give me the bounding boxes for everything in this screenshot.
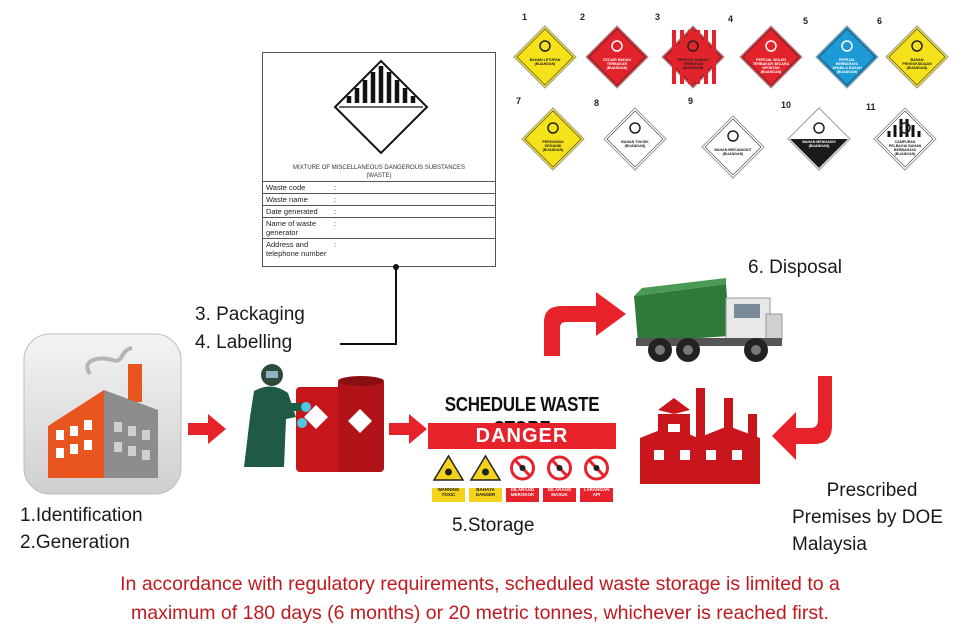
step-packaging-label: 3. Packaging	[195, 304, 305, 325]
store-sign-icon: WARNING TOXIC	[432, 454, 465, 502]
step-identification-label: 1.Identification	[20, 505, 143, 526]
store-sign-icon-caption: BAHAYA DANGER	[469, 487, 502, 502]
table-row: Waste code:	[263, 181, 495, 194]
arrow-up-right-icon	[544, 292, 626, 356]
hazard-number: 10	[781, 100, 792, 110]
hazard-diamond-caption: BAHAN LETUPAN (BUANGAN)	[529, 58, 561, 67]
hazard-diamond-class-10: BAHAN MENGAKIS (BUANGAN)	[786, 106, 852, 172]
field-sep: :	[331, 238, 345, 259]
table-row: Date generated:	[263, 205, 495, 218]
hazard-diamond-caption: PEPEJAL BOLEH TERBAKAR SECARA SPONTAN (B…	[752, 58, 790, 75]
hazard-diamond-caption: CECAIR MUDAH TERBAKAR (BUANGAN)	[602, 58, 632, 71]
arrow-right-icon	[188, 414, 226, 444]
label-form-title-line1: MIXTURE OF MISCELLANEOUS DANGEROUS SUBST…	[293, 165, 465, 171]
field-label: Date generated	[263, 205, 331, 218]
store-sign-icon: DILARANG MEROKOK	[506, 454, 539, 502]
hazard-diamond-class-4: PEPEJAL BOLEH TERBAKAR SECARA SPONTAN (B…	[738, 24, 804, 90]
hazard-diamond-caption: PEPEJAL BERBAHAYA APABILA BASAH (BUANGAN…	[832, 58, 862, 75]
field-value	[345, 205, 495, 218]
hazard-diamond-class-9: BAHAN BERJANGKIT (BUANGAN)	[700, 114, 766, 180]
factory-icon	[23, 333, 182, 495]
prescribed-line-3: Malaysia	[792, 533, 867, 555]
field-value	[345, 217, 495, 239]
field-value	[345, 193, 495, 206]
store-sign-icon-caption: WARNING TOXIC	[432, 487, 465, 502]
hazard-diamond-caption: BAHAN PENGOKSIDAAN (BUANGAN)	[902, 58, 932, 71]
schedule-waste-store-sign: SCHEDULE WASTE STORE DANGER WARNING TOXI…	[428, 391, 616, 505]
table-row: Address and telephone number:	[263, 238, 495, 259]
label-form-title: MIXTURE OF MISCELLANEOUS DANGEROUS SUBST…	[263, 164, 495, 181]
hazard-number: 11	[866, 102, 876, 112]
field-sep: :	[331, 217, 345, 239]
store-sign-icon-caption: LARANGAN API	[580, 487, 613, 502]
regulatory-note-line1: In accordance with regulatory requiremen…	[120, 573, 840, 595]
store-sign-icon-caption: DILARANG MEROKOK	[506, 487, 539, 502]
treatment-plant-icon	[640, 388, 760, 484]
prescribed-line-1: Prescribed	[826, 480, 918, 501]
step-disposal-label: 6. Disposal	[748, 257, 842, 278]
step-generation-label: 2.Generation	[20, 532, 130, 553]
field-label: Waste code	[263, 181, 331, 194]
hazard-diamond-class-8: BAHAN TOKSIK (BUANGAN)	[602, 106, 668, 172]
hazard-diamond-class-1: BAHAN LETUPAN (BUANGAN)	[512, 24, 578, 90]
field-label: Name of waste generator	[263, 217, 331, 239]
hazard-number: 2	[580, 12, 586, 22]
table-row: Waste name:	[263, 193, 495, 206]
labelling-connector	[340, 264, 399, 345]
hazard-diamond-class-5: PEPEJAL BERBAHAYA APABILA BASAH (BUANGAN…	[814, 24, 880, 90]
field-sep: :	[331, 205, 345, 218]
class9-diamond-icon	[333, 59, 429, 155]
store-sign-icon-caption: DILARANG MASUK	[543, 487, 576, 502]
step-storage-label: 5.Storage	[452, 515, 535, 536]
hazard-diamond-caption: PEROKSIDA ORGANIK (BUANGAN)	[542, 140, 564, 153]
label-form-table: Waste code: Waste name: Date generated: …	[263, 181, 495, 259]
hazard-diamond-class-11: CAMPURAN PELBAGAI BAHAN BERBAHAYA (BUANG…	[872, 106, 938, 172]
prescribed-premises-label: Prescribed Premises by DOE Malaysia	[792, 478, 952, 559]
worker-drums-image	[226, 357, 386, 472]
field-label: Waste name	[263, 193, 331, 206]
hazard-number: 7	[516, 96, 522, 106]
hazard-number: 9	[688, 96, 694, 106]
store-sign-icons: WARNING TOXIC BAHAYA DANGER DILARANG MEROK…	[428, 454, 616, 502]
danger-banner: DANGER	[428, 423, 616, 449]
field-value	[345, 181, 495, 194]
hazard-number: 3	[655, 12, 661, 22]
label-form-title-line2: (WASTE)	[366, 173, 392, 180]
field-sep: :	[331, 193, 345, 206]
waste-label-form: MIXTURE OF MISCELLANEOUS DANGEROUS SUBST…	[262, 52, 496, 267]
store-sign-icon: BAHAYA DANGER	[469, 454, 502, 502]
store-sign-icon: LARANGAN API	[580, 454, 613, 502]
regulatory-note: In accordance with regulatory requiremen…	[0, 570, 960, 629]
arrow-right-icon	[389, 414, 427, 444]
hazard-number: 8	[594, 98, 600, 108]
table-row: Name of waste generator:	[263, 217, 495, 239]
field-value	[345, 238, 495, 259]
hazard-diamond-class-3: PEPEJAL MUDAH TERBAKAR (BUANGAN)	[660, 24, 726, 90]
hazard-number: 6	[877, 16, 883, 26]
hazard-diamond-caption: CAMPURAN PELBAGAI BAHAN BERBAHAYA (BUANG…	[888, 140, 922, 157]
hazard-number: 5	[803, 16, 809, 26]
hazard-diamond-caption: PEPEJAL MUDAH TERBAKAR (BUANGAN)	[677, 58, 709, 71]
step-labelling-label: 4. Labelling	[195, 332, 293, 353]
garbage-truck-image	[634, 278, 783, 362]
hazard-diamond-class-7: PEROKSIDA ORGANIK (BUANGAN)	[520, 106, 586, 172]
hazard-diamond-class-2: CECAIR MUDAH TERBAKAR (BUANGAN)	[584, 24, 650, 90]
field-sep: :	[331, 181, 345, 194]
hazard-number: 1	[522, 12, 528, 22]
hazard-diamond-caption: BAHAN TOKSIK (BUANGAN)	[621, 140, 649, 149]
arrow-down-left-icon	[772, 376, 832, 460]
store-sign-icon: DILARANG MASUK	[543, 454, 576, 502]
hazard-number: 4	[728, 14, 734, 24]
field-label: Address and telephone number	[263, 238, 331, 259]
hazard-diamond-class-6: BAHAN PENGOKSIDAAN (BUANGAN)	[884, 24, 950, 90]
hazard-diamond-caption: BAHAN MENGAKIS (BUANGAN)	[802, 140, 836, 149]
regulatory-note-line2: maximum of 180 days (6 months) or 20 met…	[131, 602, 829, 625]
hazard-diamond-caption: BAHAN BERJANGKIT (BUANGAN)	[714, 148, 752, 157]
prescribed-line-2: Premises by DOE	[792, 506, 943, 528]
